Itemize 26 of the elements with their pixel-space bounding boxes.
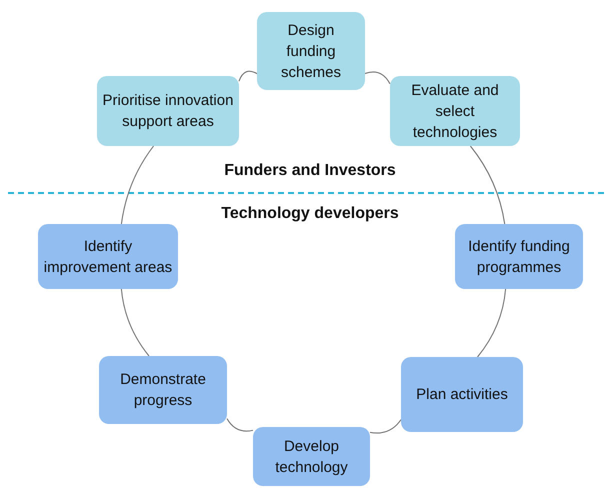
step-label: Demonstrate progress — [119, 370, 207, 411]
connector-line — [370, 419, 402, 434]
step-label: Plan activities — [416, 385, 508, 405]
connector-line — [238, 70, 258, 82]
process-box — [253, 427, 370, 486]
process-box — [97, 76, 239, 146]
process-box — [99, 356, 227, 424]
group-heading: Technology developers — [221, 205, 399, 223]
connector-line — [364, 71, 390, 84]
connector-line — [477, 288, 506, 358]
process-box — [257, 12, 365, 90]
step-label: Prioritise innovation support areas — [102, 91, 234, 132]
connector-line — [226, 418, 254, 432]
process-box — [455, 224, 583, 289]
step-label: Develop technology — [274, 436, 349, 478]
process-box — [401, 357, 523, 432]
process-box — [38, 224, 178, 289]
step-label: Identify improvement areas — [42, 236, 174, 278]
connector-line — [120, 146, 154, 224]
step-label: Identify funding programmes — [467, 236, 571, 278]
step-label: Design funding schemes — [280, 20, 342, 82]
step-label: Evaluate and select technologies — [410, 80, 500, 142]
process-box — [390, 76, 520, 146]
group-heading: Funders and Investors — [224, 162, 396, 180]
connector-line — [470, 146, 506, 224]
connector-line — [120, 288, 150, 356]
